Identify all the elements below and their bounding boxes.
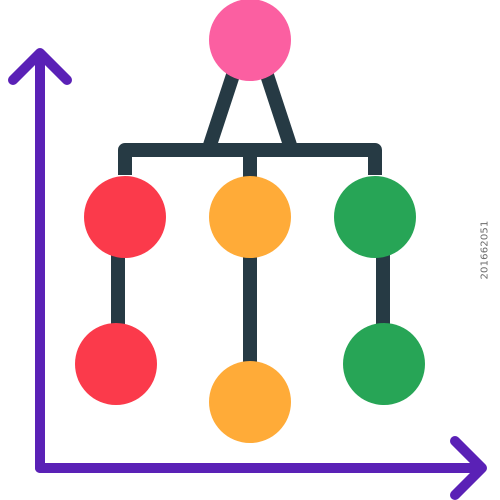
root-connector-left — [203, 72, 240, 148]
red-node-bottom — [75, 323, 157, 405]
x-axis-arrow-icon — [450, 436, 487, 500]
red-node-top — [84, 176, 166, 258]
y-axis-arrow-icon — [8, 48, 72, 85]
root-connector-right — [260, 72, 297, 148]
green-node-bottom — [343, 323, 425, 405]
axes — [8, 48, 487, 500]
connectors — [111, 72, 390, 370]
orange-node-bottom — [209, 361, 291, 443]
green-node-top — [334, 176, 416, 258]
root-node — [209, 0, 291, 81]
stock-id-label: 201662051 — [479, 220, 491, 280]
orange-node-top — [209, 176, 291, 258]
